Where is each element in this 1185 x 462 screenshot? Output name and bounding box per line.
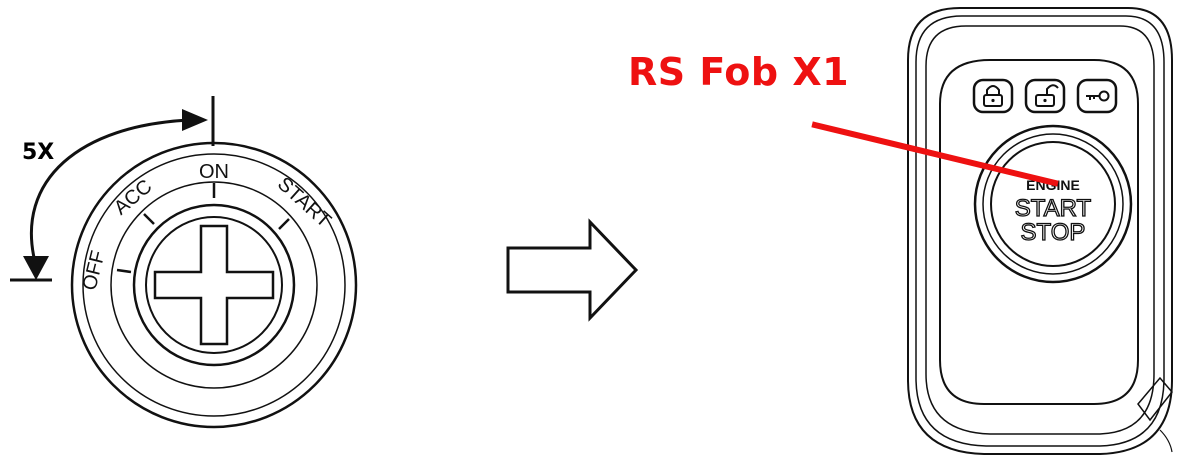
fob-shell-ring-3 <box>925 25 1155 435</box>
position-label-start: START <box>273 173 335 232</box>
fob-lock-button <box>972 78 1014 114</box>
ignition-switch <box>10 96 358 429</box>
start-stop-button-inner <box>990 141 1116 267</box>
tick-off <box>116 268 132 274</box>
rotation-arrowhead-top <box>182 109 208 131</box>
start-stop-label-start: START <box>1015 195 1092 222</box>
rotation-arrowhead-bottom <box>23 256 49 280</box>
position-label-off: OFF <box>79 248 110 292</box>
tick-start <box>278 218 290 230</box>
bezel-ring-2 <box>82 153 346 417</box>
start-stop-button-mid <box>982 133 1124 275</box>
rotation-arc-arrow <box>29 118 191 263</box>
fob-face-panel <box>939 59 1139 405</box>
lock-cylinder-inner <box>145 216 283 354</box>
lock-icon <box>983 85 1003 107</box>
start-stop-button-outer <box>973 124 1133 284</box>
rotation-count-label: 5X <box>22 140 55 165</box>
fob-key-blade-edge <box>1137 376 1173 422</box>
fob-name-label: RS Fob X1 <box>628 50 850 94</box>
bezel-outer-ring <box>70 141 358 429</box>
flow-arrow <box>506 218 639 322</box>
key-slot-cross <box>153 224 275 346</box>
position-label-on: ON <box>199 161 229 183</box>
start-stop-label-stop: STOP <box>1021 219 1086 246</box>
fob-key-button <box>1076 78 1118 114</box>
fob-pointer-line <box>811 121 1059 187</box>
lock-cylinder-outer <box>132 203 296 367</box>
fob-notch-detail <box>1159 429 1173 453</box>
tick-acc <box>143 213 155 225</box>
key-fob <box>907 7 1173 455</box>
fob-unlock-button <box>1024 78 1066 114</box>
key-icon <box>1086 90 1110 102</box>
unlock-icon <box>1035 84 1059 107</box>
fob-shell-ring-2 <box>915 15 1165 447</box>
bezel-ring-3 <box>110 181 318 389</box>
fob-outer-shell <box>907 7 1173 455</box>
